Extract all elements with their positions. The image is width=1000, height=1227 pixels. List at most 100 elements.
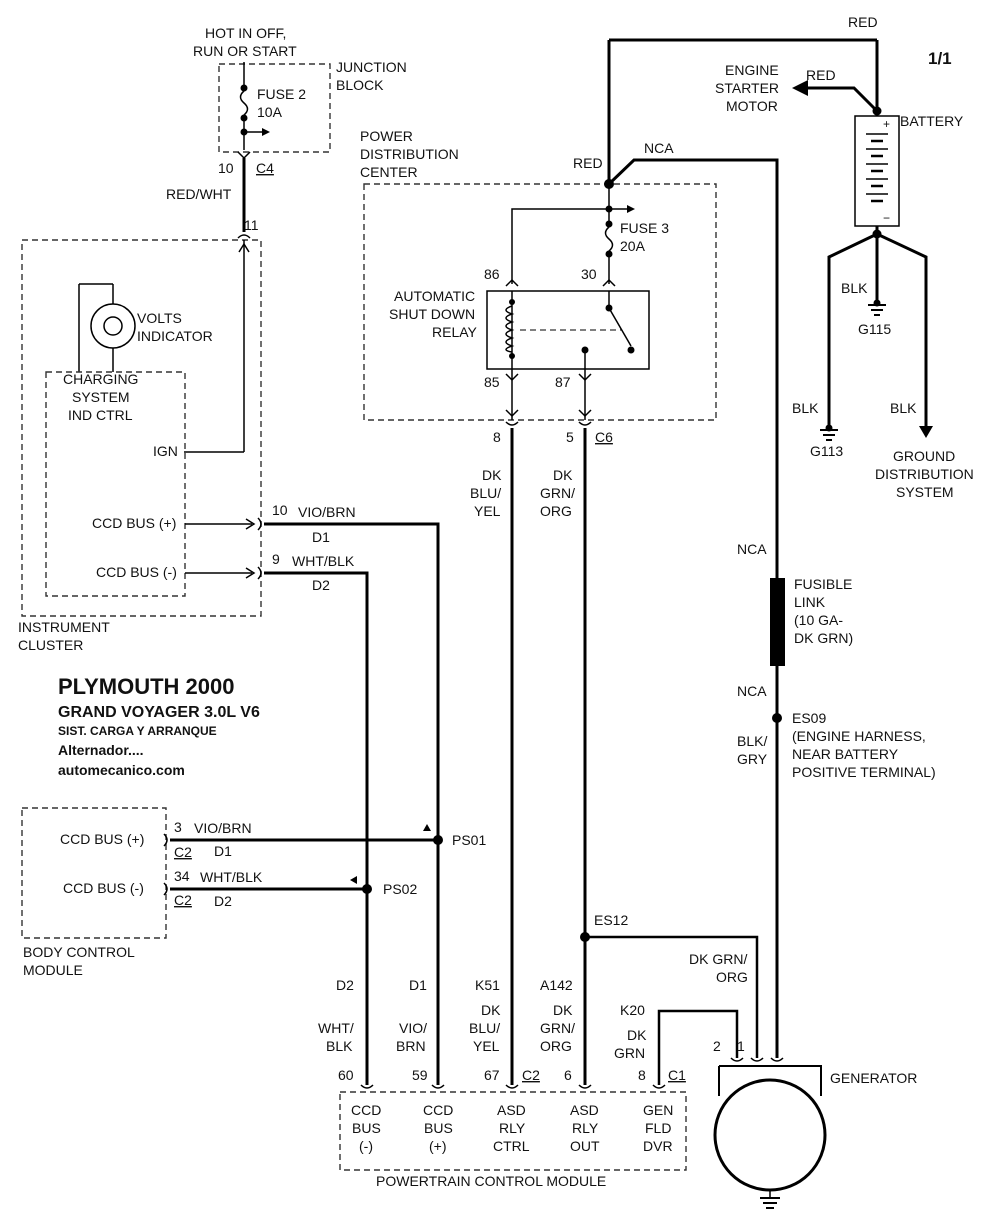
pcm-box bbox=[339, 1091, 687, 1171]
fusible-link-icon bbox=[770, 578, 785, 666]
pcm-wire-3-code: K51 bbox=[475, 977, 500, 993]
title-line-3: SIST. CARGA Y ARRANQUE bbox=[58, 724, 217, 738]
bcm-ccd-minus-label: CCD BUS (-) bbox=[63, 880, 144, 896]
pcm-pin-6-icon bbox=[578, 1084, 592, 1089]
connector-c6-pin8-icon bbox=[505, 421, 519, 426]
arrow-right-icon bbox=[262, 128, 270, 136]
battery-cells bbox=[866, 133, 888, 203]
wire-nca bbox=[607, 158, 779, 578]
instrument-cluster-label-1: INSTRUMENT bbox=[18, 619, 110, 635]
pcm-pin-60-icon bbox=[360, 1084, 374, 1089]
volts-label-2: INDICATOR bbox=[137, 328, 213, 344]
wire-nca-lower-label: NCA bbox=[737, 683, 767, 699]
wire-nca-upper-label: NCA bbox=[737, 541, 767, 557]
starter-label-3: MOTOR bbox=[726, 98, 778, 114]
connector-pin10-icon bbox=[257, 517, 262, 531]
wire-blk-left-label: BLK bbox=[792, 400, 819, 416]
relay-label-3: RELAY bbox=[432, 324, 478, 340]
es09-desc-3: POSITIVE TERMINAL) bbox=[792, 764, 936, 780]
pcm-wire-4-color-3: ORG bbox=[540, 1038, 572, 1054]
wire-blk-gry-label-2: GRY bbox=[737, 751, 768, 767]
ctrl-label-2: SYSTEM bbox=[72, 389, 130, 405]
pcm-wire-3-color-1: DK bbox=[481, 1002, 501, 1018]
cluster-pin-10: 10 bbox=[272, 502, 288, 518]
fusible-link-label-2: LINK bbox=[794, 594, 826, 610]
pcm-col5-3: DVR bbox=[643, 1138, 673, 1154]
wire-blk-right-label: BLK bbox=[890, 400, 917, 416]
wire-red-starter bbox=[805, 86, 879, 113]
bcm-wire-d2: D2 bbox=[214, 893, 232, 909]
title-line-1: PLYMOUTH 2000 bbox=[58, 674, 234, 699]
wire-blk-g113 bbox=[827, 232, 878, 426]
pcm-wire-1-color-1: WHT/ bbox=[318, 1020, 354, 1036]
arrow-right-icon bbox=[245, 567, 256, 579]
ps01-label: PS01 bbox=[452, 832, 486, 848]
connector-pin3-icon bbox=[163, 833, 168, 847]
pdc-pin-8: 8 bbox=[493, 429, 501, 445]
volts-gauge-icon bbox=[90, 303, 136, 349]
pcm-col2-3: (+) bbox=[429, 1138, 447, 1154]
wire-dk-grn-org-label-2: ORG bbox=[716, 969, 748, 985]
cluster-pin-11: 11 bbox=[244, 217, 259, 233]
wire-vio-brn-label: VIO/BRN bbox=[298, 504, 356, 520]
ground-dist-label-3: SYSTEM bbox=[896, 484, 954, 500]
asd-right-3: ORG bbox=[540, 503, 572, 519]
pcm-wire-4-color-2: GRN/ bbox=[540, 1020, 575, 1036]
relay-pin-86: 86 bbox=[484, 266, 500, 282]
jb-pin-10: 10 bbox=[218, 160, 234, 176]
instrument-cluster-box bbox=[21, 239, 262, 617]
pcm-col4-2: RLY bbox=[572, 1120, 599, 1136]
wire-dk-grn-org-label-1: DK GRN/ bbox=[689, 951, 747, 967]
pcm-col-ccd-minus: CCD BUS (-) bbox=[351, 1102, 381, 1154]
pcm-col4-1: ASD bbox=[570, 1102, 599, 1118]
connector-pin9-icon bbox=[257, 566, 262, 580]
splice-es09 bbox=[772, 713, 782, 723]
battery-plus: + bbox=[883, 117, 890, 131]
wire-red-wht-label: RED/WHT bbox=[166, 186, 232, 202]
asd-relay-box bbox=[486, 290, 650, 370]
wire-nca-top-label: NCA bbox=[644, 140, 674, 156]
relay-coil-icon bbox=[505, 305, 515, 353]
generator-pin-1-icon bbox=[750, 1057, 764, 1062]
fuse2-name: FUSE 2 bbox=[257, 86, 306, 102]
cluster-ccd-plus-label: CCD BUS (+) bbox=[92, 515, 176, 531]
asd-left-3: YEL bbox=[474, 503, 501, 519]
pcm-wire-4-code: A142 bbox=[540, 977, 573, 993]
pcm-wire-1-code: D2 bbox=[336, 977, 354, 993]
generator-ground-icon bbox=[760, 1197, 780, 1209]
wire-wht-blk-label: WHT/BLK bbox=[292, 553, 355, 569]
wire-red-pdc-label: RED bbox=[573, 155, 603, 171]
connector-c6: C6 bbox=[595, 429, 613, 445]
pcm-col4-3: OUT bbox=[570, 1138, 600, 1154]
relay-pin-85: 85 bbox=[484, 374, 500, 390]
arrow-left-icon bbox=[350, 876, 357, 884]
fusible-link-label-4: DK GRN) bbox=[794, 630, 853, 646]
ps02-label: PS02 bbox=[383, 881, 417, 897]
pcm-col2-1: CCD bbox=[423, 1102, 453, 1118]
hot-label-1: HOT IN OFF, bbox=[205, 25, 286, 41]
title-line-2: GRAND VOYAGER 3.0L V6 bbox=[58, 704, 260, 721]
pcm-col-gen-fld-dvr: GEN FLD DVR bbox=[643, 1102, 673, 1154]
wire-blk-gry-label-1: BLK/ bbox=[737, 733, 767, 749]
volts-label-1: VOLTS bbox=[137, 310, 182, 326]
relay-label-1: AUTOMATIC bbox=[394, 288, 475, 304]
wire-wht-blk-d2 bbox=[264, 571, 369, 1085]
fuse3-icon bbox=[604, 226, 614, 252]
pcm-pin-59-icon bbox=[431, 1084, 445, 1089]
generator-icon bbox=[713, 1078, 827, 1192]
pdc-box bbox=[363, 183, 717, 421]
bcm-label-2: MODULE bbox=[23, 962, 83, 978]
pcm-wire-1-color-2: BLK bbox=[326, 1038, 353, 1054]
ctrl-label-1: CHARGING bbox=[63, 371, 138, 387]
asd-left-2: BLU/ bbox=[470, 485, 501, 501]
pcm-col3-2: RLY bbox=[499, 1120, 526, 1136]
pcm-pin-67: 67 bbox=[484, 1067, 500, 1083]
wire-vio-brn-d1 bbox=[264, 522, 440, 840]
junction-block-label-1: JUNCTION bbox=[336, 59, 407, 75]
hot-label-2: RUN OR START bbox=[193, 43, 297, 59]
connector-c4-icon bbox=[237, 151, 251, 160]
generator-label: GENERATOR bbox=[830, 1070, 917, 1086]
pcm-pin-6: 6 bbox=[564, 1067, 572, 1083]
bcm-connector-c2b: C2 bbox=[174, 892, 192, 908]
arrow-right-icon bbox=[627, 205, 635, 213]
